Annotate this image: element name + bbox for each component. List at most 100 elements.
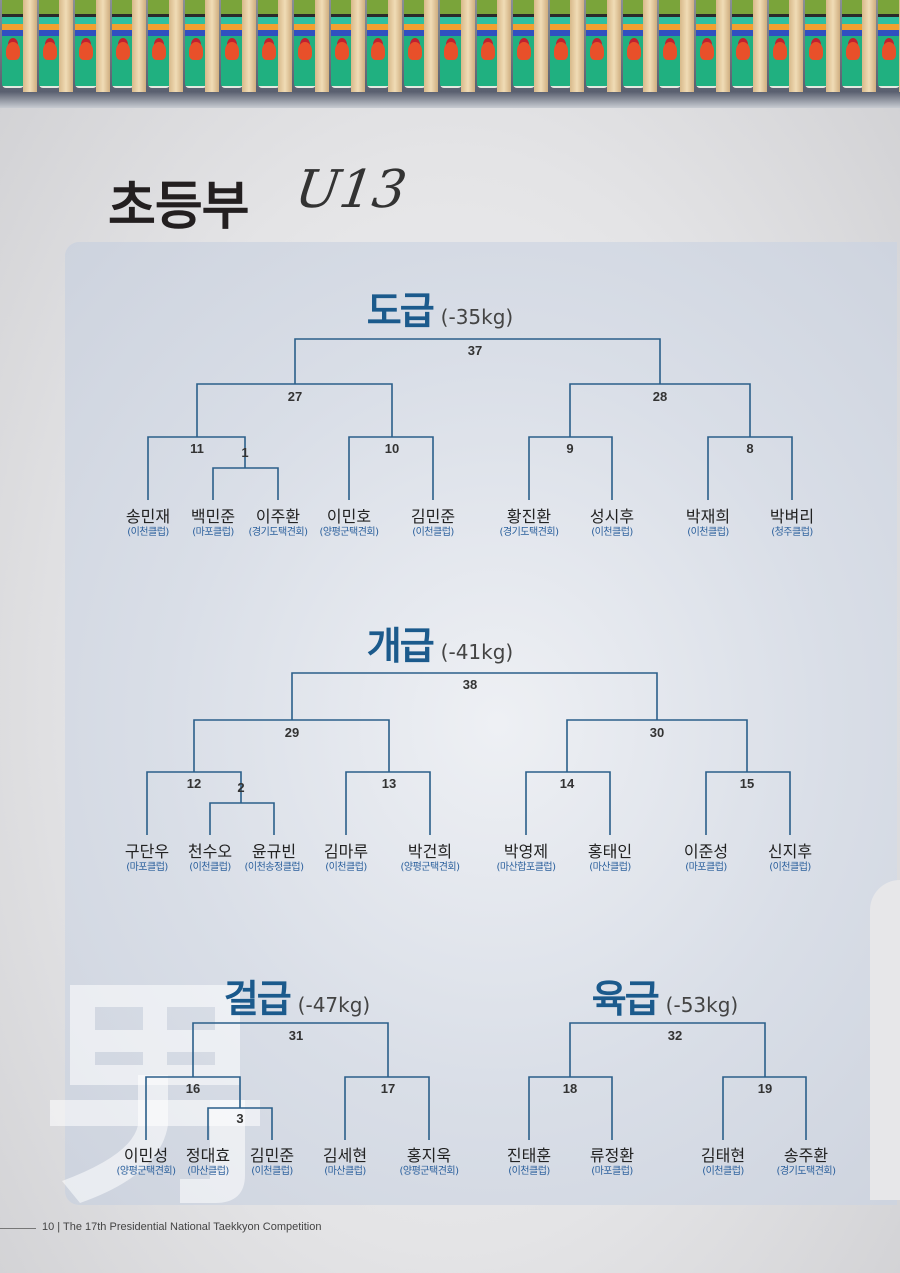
player-name: 구단우: [124, 842, 170, 861]
match-connector: [193, 719, 390, 772]
painted-rafter: [2, 0, 24, 88]
painted-rafter: [221, 0, 243, 88]
painted-rafter: [148, 0, 170, 88]
player-club: (이천클럽): [251, 1166, 293, 1177]
player-club: (경기도택견회): [248, 527, 308, 538]
match-connector: [291, 672, 658, 720]
bracket-title: 걸급(-47kg): [224, 968, 370, 1023]
rafter-gap: [570, 0, 584, 92]
match-number: 18: [562, 1081, 578, 1096]
match-connector: [147, 436, 246, 500]
player-name: 송주환: [783, 1146, 829, 1165]
player-name: 성시후: [589, 507, 635, 526]
match-connector: [348, 436, 434, 500]
player-name: 박벼리: [769, 507, 815, 526]
player-club: (이천클럽): [702, 1166, 744, 1177]
match-connector: [569, 1022, 766, 1077]
player-name: 신지후: [767, 842, 813, 861]
painted-rafter: [659, 0, 681, 88]
division-name: 육급: [591, 977, 660, 1021]
player-club: (마산클럽): [589, 862, 631, 873]
painted-rafter: [732, 0, 754, 88]
weight-class: (-41kg): [440, 640, 514, 664]
rafter-gap: [716, 0, 730, 92]
player-name: 김세현: [322, 1146, 368, 1165]
painted-rafter: [513, 0, 535, 88]
match-connector: [528, 436, 613, 500]
painted-rafter: [622, 0, 645, 88]
player-club: (마포클럽): [126, 862, 168, 873]
player-club: (마포클럽): [685, 862, 727, 873]
painted-rafter: [403, 0, 426, 88]
rafter-gap: [95, 0, 110, 92]
match-number: 13: [381, 776, 397, 791]
painted-rafter: [257, 0, 280, 88]
match-connector: [196, 383, 393, 437]
player-club: (마산클럽): [324, 1166, 366, 1177]
player-name: 진태훈: [506, 1146, 552, 1165]
division-name: 개급: [366, 624, 435, 668]
match-connector: [145, 1076, 241, 1140]
rafter-gap: [278, 0, 292, 92]
match-connector: [344, 1076, 430, 1140]
player-club: (마산합포클럽): [496, 862, 556, 873]
painted-rafter: [805, 0, 827, 88]
player-name: 이준성: [683, 842, 729, 861]
match-connector: [722, 1076, 807, 1140]
match-number: 16: [185, 1081, 201, 1096]
player-name: 정대효: [185, 1146, 231, 1165]
rafter-gap: [168, 0, 183, 92]
player-club: (마포클럽): [591, 1166, 633, 1177]
player-name: 윤규빈: [251, 842, 297, 861]
match-number: 32: [667, 1028, 683, 1043]
match-number: 30: [649, 725, 665, 740]
rafter-gap: [606, 0, 621, 92]
player-club: (이천클럽): [687, 527, 729, 538]
page-title: 초등부: [108, 177, 250, 237]
player-club: (이천클럽): [769, 862, 811, 873]
match-number: 27: [287, 389, 303, 404]
player-club: (이천송정클럽): [244, 862, 304, 873]
player-club: (이천클럽): [412, 527, 454, 538]
player-name: 김민준: [249, 1146, 295, 1165]
player-club: (이천클럽): [325, 862, 367, 873]
match-connector: [192, 1022, 389, 1077]
weight-class: (-35kg): [440, 305, 514, 329]
match-number: 12: [186, 776, 202, 791]
painted-rafter: [38, 0, 61, 88]
match-number: 8: [746, 441, 754, 456]
player-name: 송민재: [125, 507, 171, 526]
match-connector: [569, 383, 751, 437]
match-number: 2: [237, 780, 245, 795]
painted-rafter: [768, 0, 791, 88]
painted-rafter: [549, 0, 572, 88]
player-club: (이천클럽): [127, 527, 169, 538]
player-club: (이천클럽): [189, 862, 231, 873]
rafter-gap: [22, 0, 37, 92]
player-name: 홍태인: [587, 842, 633, 861]
painted-rafter: [184, 0, 207, 88]
match-connector: [212, 467, 279, 500]
division-name: 걸급: [223, 977, 292, 1021]
match-connector: [146, 771, 242, 835]
player-club: (이천클럽): [591, 527, 633, 538]
bracket-title: 도급(-35kg): [367, 280, 513, 335]
division-name: 도급: [366, 289, 435, 333]
rafter-gap: [533, 0, 548, 92]
rafter-gap: [424, 0, 438, 92]
bracket-title: 육급(-53kg): [592, 968, 738, 1023]
player-name: 김태현: [700, 1146, 746, 1165]
player-club: (청주클럽): [771, 527, 813, 538]
rafter-gap: [752, 0, 767, 92]
rafter-gap: [387, 0, 402, 92]
match-number: 38: [462, 677, 478, 692]
match-number: 15: [739, 776, 755, 791]
player-name: 천수오: [187, 842, 233, 861]
match-number: 14: [559, 776, 575, 791]
weight-class: (-47kg): [297, 993, 371, 1017]
player-club: (이천클럽): [508, 1166, 550, 1177]
page-footer: 10 | The 17th Presidential National Taek…: [42, 1221, 322, 1233]
match-number: 11: [190, 441, 204, 456]
painted-rafter: [294, 0, 316, 88]
